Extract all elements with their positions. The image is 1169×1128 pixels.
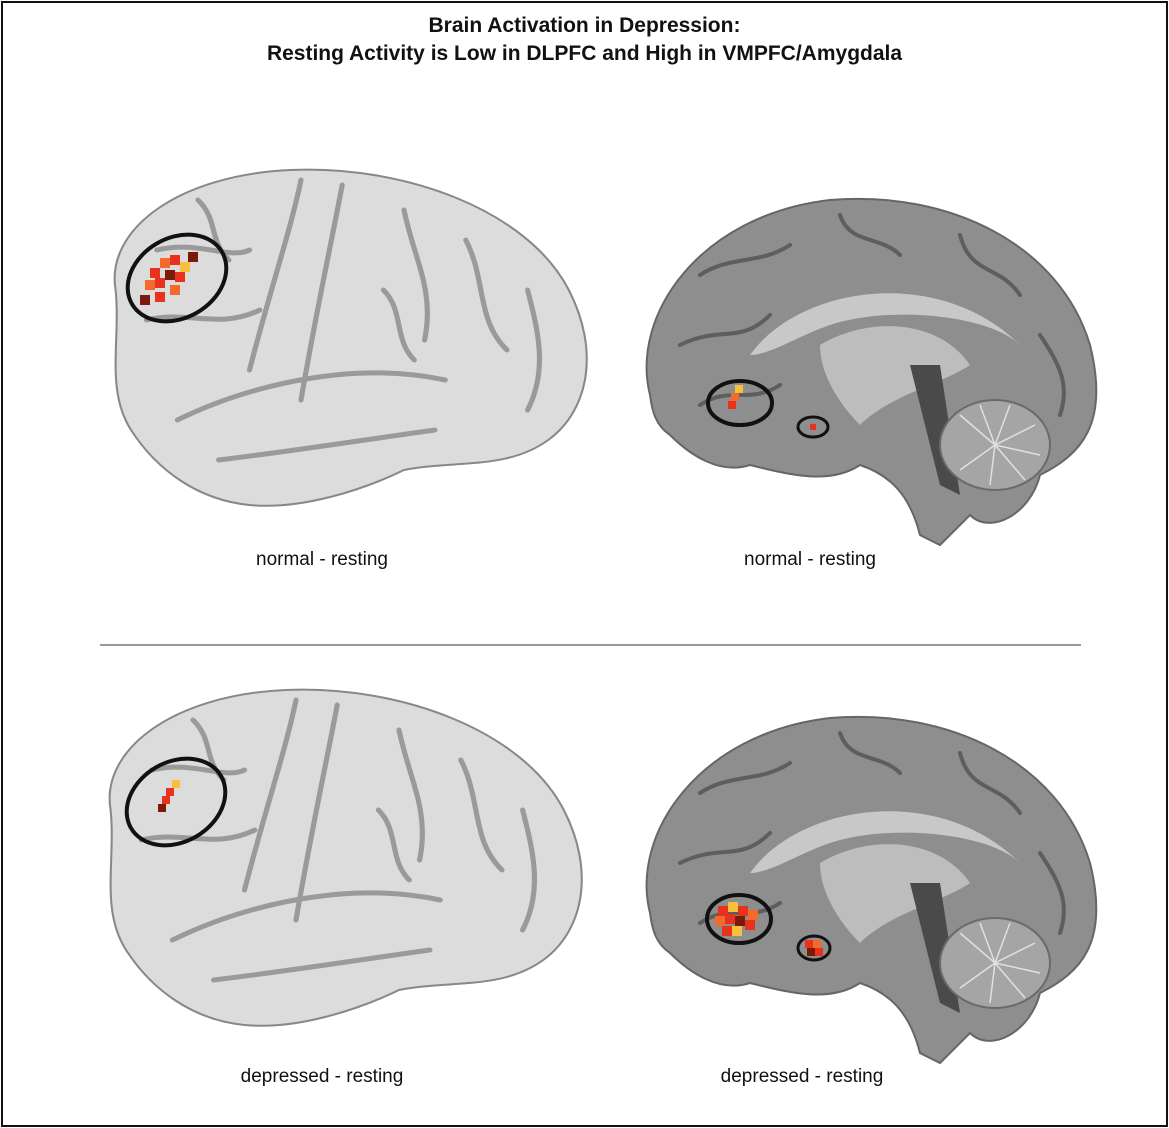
vmpfc-circle-normal bbox=[706, 379, 774, 427]
dlpfc-activation-normal bbox=[140, 252, 198, 305]
vmpfc-activation-normal bbox=[728, 385, 816, 430]
panel-label-top-right: normal - resting bbox=[744, 549, 876, 570]
panel-label-bottom-right: depressed - resting bbox=[720, 1066, 884, 1087]
panel-label-top-left: normal - resting bbox=[256, 549, 388, 570]
dlpfc-activation-depressed bbox=[158, 780, 180, 812]
vmpfc-circle-depressed bbox=[705, 893, 773, 945]
figure-title-line2: Resting Activity is Low in DLPFC and Hig… bbox=[266, 42, 903, 65]
amygdala-circle-depressed bbox=[796, 934, 832, 962]
lateral-brain-depressed bbox=[110, 690, 582, 1026]
medial-brain-normal bbox=[644, 196, 1099, 547]
dlpfc-circle-normal bbox=[125, 232, 229, 324]
dlpfc-circle-depressed bbox=[124, 756, 228, 848]
figure-title-line1: Brain Activation in Depression: bbox=[428, 14, 741, 37]
row-divider bbox=[100, 644, 1081, 646]
amygdala-circle-normal bbox=[796, 415, 830, 439]
lateral-brain-normal bbox=[115, 170, 587, 506]
medial-brain-depressed bbox=[644, 714, 1099, 1065]
panel-label-bottom-left: depressed - resting bbox=[240, 1066, 404, 1087]
vmpfc-activation-depressed bbox=[715, 902, 823, 956]
